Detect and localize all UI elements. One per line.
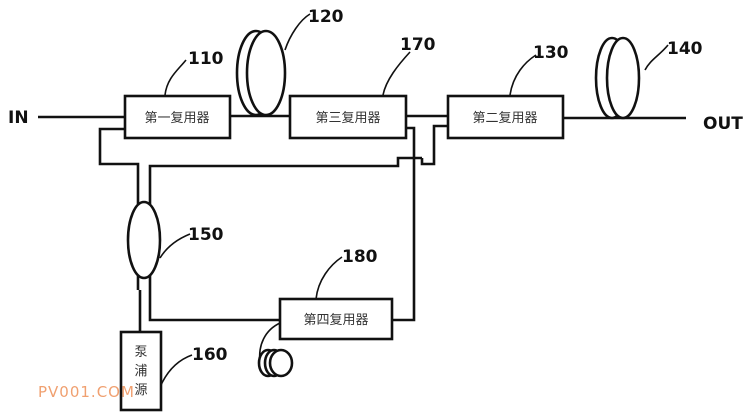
ref-130: 130 <box>533 43 569 63</box>
coupler-150 <box>126 200 162 280</box>
mux4-label: 第四复用器 <box>303 313 368 328</box>
input-label: IN <box>8 108 29 128</box>
leader-120 <box>284 13 311 51</box>
leader-150 <box>159 233 191 259</box>
ref-170: 170 <box>400 35 436 55</box>
pump-label-line-3: 源 <box>134 383 147 398</box>
leader-160 <box>160 354 193 386</box>
output-label: OUT <box>703 114 743 134</box>
mux3-to-mux4-line <box>392 126 416 322</box>
mux3-label: 第三复用器 <box>315 111 380 126</box>
pump-source-box <box>119 330 163 412</box>
ref-150: 150 <box>188 225 224 245</box>
leader-110 <box>164 59 187 96</box>
leader-130 <box>509 54 537 96</box>
pump-label-line-1: 泵 <box>134 345 147 360</box>
ref-110: 110 <box>188 49 224 69</box>
mux2-box <box>446 94 565 140</box>
fiber-coil-140 <box>594 36 641 120</box>
watermark: PV001.COM <box>38 383 135 401</box>
mux2-label: 第二复用器 <box>472 111 537 126</box>
small-fiber-coil <box>257 322 294 378</box>
mux2-pump-branch <box>420 124 448 166</box>
leader-180 <box>315 256 343 300</box>
leader-170 <box>382 51 411 96</box>
coupler-to-mux4-line <box>148 290 280 322</box>
pump-label-line-2: 浦 <box>134 364 147 379</box>
mux1-label: 第一复用器 <box>144 111 209 126</box>
ref-160: 160 <box>192 345 228 365</box>
fiber-coil-120 <box>235 29 287 117</box>
ref-180: 180 <box>342 247 378 267</box>
pump-path-left-inner <box>148 156 422 290</box>
mux4-box <box>278 297 394 341</box>
ref-120: 120 <box>308 7 344 27</box>
mux1-box <box>123 94 232 140</box>
mux3-box <box>288 94 408 140</box>
ref-140: 140 <box>667 39 703 59</box>
leader-140 <box>644 44 669 71</box>
